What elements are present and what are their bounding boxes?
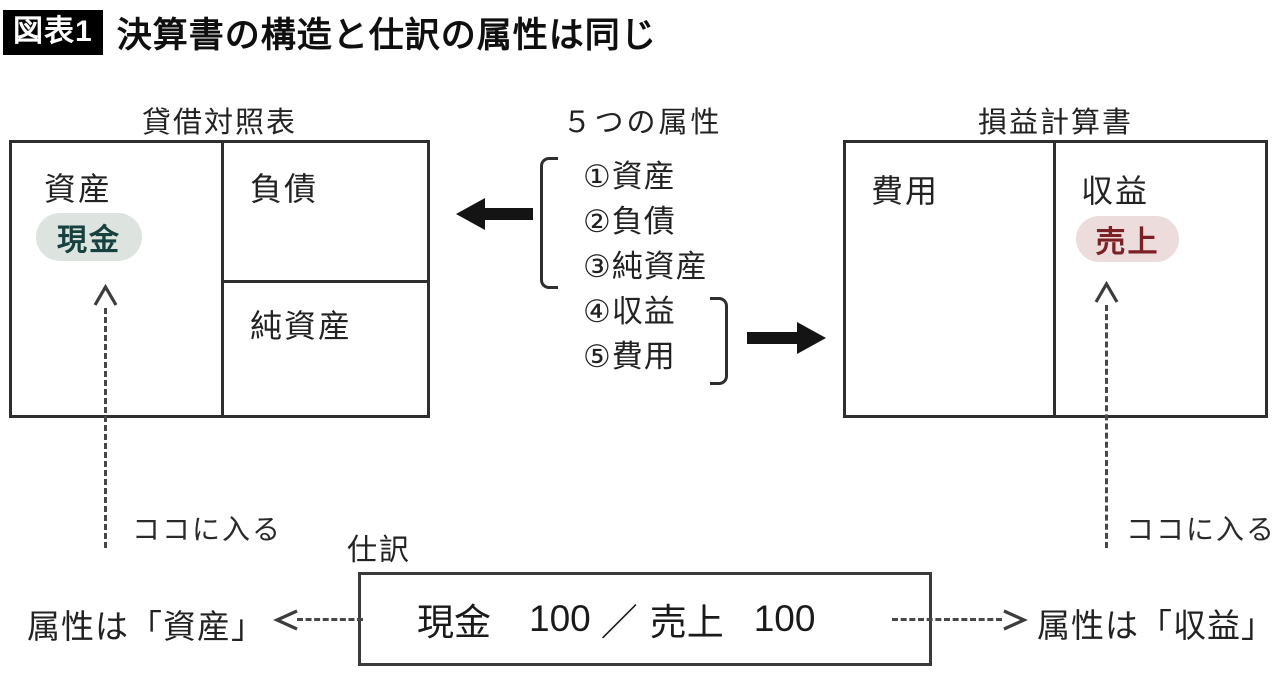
attribute-is-revenue-label: 属性は「収益」 [1037, 607, 1275, 644]
dotted-arrow-up-left-head-icon [93, 284, 118, 306]
attribute-item-net-assets: ③純資産 [583, 249, 708, 284]
journal-credit-account: 売上 [649, 602, 724, 643]
dotted-line-left [297, 618, 363, 621]
attribute-is-asset-label: 属性は「資産」 [27, 608, 265, 645]
enter-here-right-label: ココに入る [1126, 514, 1277, 545]
journal-debit-account: 現金 [417, 602, 491, 643]
assets-label: 資産 [44, 171, 113, 207]
dotted-line-up-left [104, 308, 107, 548]
figure-title: 決算書の構造と仕訳の属性は同じ [116, 16, 657, 55]
journal-debit-amount: 100 [529, 598, 591, 639]
dotted-line-up-right [1105, 305, 1108, 548]
attributes-list: ①資産 ②負債 ③純資産 ④収益 ⑤費用 [583, 160, 708, 373]
income-statement-title: 損益計算書 [977, 107, 1133, 139]
income-statement-divider [1053, 140, 1056, 418]
figure-number-badge: 図表1 [3, 10, 103, 55]
bracket-right-icon [710, 297, 728, 385]
liabilities-label: 負債 [250, 171, 319, 207]
balance-sheet-right-divider [221, 280, 430, 283]
attribute-item-liabilities: ②負債 [583, 204, 676, 239]
arrow-right-icon [747, 322, 826, 354]
attribute-item-expenses: ⑤費用 [583, 339, 676, 374]
arrow-left-icon [456, 198, 533, 230]
enter-here-left-label: ココに入る [132, 514, 283, 545]
balance-sheet-title: 貸借対照表 [141, 107, 297, 139]
attribute-item-revenue: ④収益 [583, 294, 676, 329]
attribute-item-assets: ①資産 [583, 159, 676, 194]
journal-separator: ／ [600, 602, 638, 643]
balance-sheet-divider [221, 140, 224, 418]
balance-sheet-box [9, 140, 430, 418]
cash-tag: 現金 [36, 213, 142, 261]
figure-header: 図表1 決算書の構造と仕訳の属性は同じ [3, 7, 657, 58]
revenue-label: 収益 [1081, 173, 1150, 209]
bracket-left-icon [540, 157, 558, 289]
sales-tag: 売上 [1076, 216, 1179, 262]
journal-label: 仕訳 [347, 534, 411, 567]
dotted-arrow-right-head-icon [1003, 609, 1028, 631]
dotted-arrow-left-head-icon [273, 609, 298, 631]
journal-credit-amount: 100 [753, 598, 816, 639]
dotted-arrow-up-right-head-icon [1094, 281, 1119, 303]
attributes-title: ５つの属性 [562, 107, 723, 139]
journal-entry-box: 現金 100 ／ 売上 100 [358, 572, 932, 666]
dotted-line-right [892, 618, 1002, 621]
expenses-label: 費用 [871, 173, 940, 209]
net-assets-label: 純資産 [250, 308, 353, 344]
